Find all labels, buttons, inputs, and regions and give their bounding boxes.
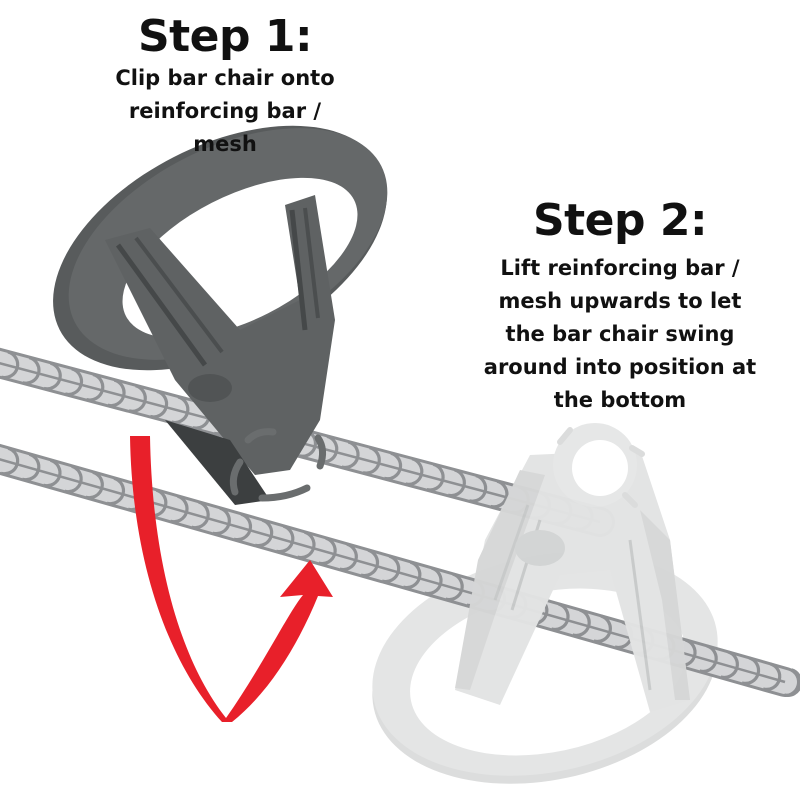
step-1-block: Step 1: Clip bar chair onto reinforcing … <box>95 12 355 161</box>
step-2-line: the bottom <box>553 388 687 412</box>
bar-chair-dark <box>53 125 388 505</box>
step-2-title: Step 2: <box>532 195 708 246</box>
step-1-line: Clip bar chair onto <box>115 66 335 90</box>
step-2-block: Step 2: Lift reinforcing bar / mesh upwa… <box>450 196 790 417</box>
step-2-line: mesh upwards to let <box>498 289 742 313</box>
step-2-line: the bar chair swing <box>505 322 735 346</box>
swing-arrow <box>130 436 333 722</box>
bar-chair-light-body <box>455 423 690 712</box>
step-1-title: Step 1: <box>137 11 313 62</box>
step-2-line: Lift reinforcing bar / <box>500 256 740 280</box>
step-1-line: reinforcing bar / mesh <box>128 99 322 156</box>
step-2-line: around into position at <box>483 355 757 379</box>
